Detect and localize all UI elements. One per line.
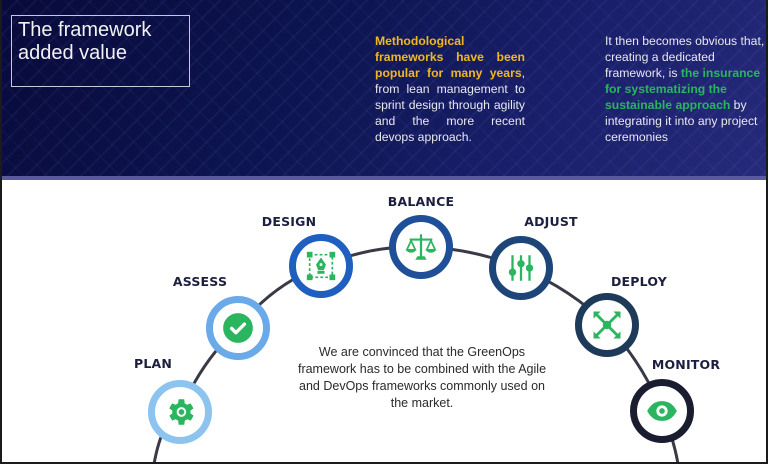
step-label-monitor: MONITOR xyxy=(651,357,721,372)
step-label-plan: PLAN xyxy=(133,356,173,371)
step-assess[interactable] xyxy=(206,296,270,360)
eye-icon xyxy=(647,401,677,421)
step-label-design: DESIGN xyxy=(261,214,317,229)
title-box: The framework added value xyxy=(11,15,190,87)
expand-arrows-icon xyxy=(593,311,621,339)
gear-icon xyxy=(169,399,194,425)
framework-outro: by integrating it into any project cerem… xyxy=(605,98,758,144)
step-plan[interactable] xyxy=(148,380,212,444)
sliders-icon xyxy=(508,255,534,281)
step-label-assess: ASSESS xyxy=(172,274,228,289)
header-divider xyxy=(2,176,766,180)
methodology-paragraph: Methodological frameworks have been popu… xyxy=(375,33,525,145)
step-label-adjust: ADJUST xyxy=(524,214,578,229)
pen-tool-icon xyxy=(306,251,336,281)
step-label-deploy: DEPLOY xyxy=(610,274,668,289)
header-banner xyxy=(2,0,766,176)
methodology-rest: , from lean management to sprint design … xyxy=(375,66,525,144)
step-deploy[interactable] xyxy=(575,293,639,357)
step-balance[interactable] xyxy=(389,215,453,279)
slide-title: The framework added value xyxy=(18,19,152,64)
step-label-balance: BALANCE xyxy=(387,194,455,209)
step-adjust[interactable] xyxy=(489,236,553,300)
greenops-statement: We are convinced that the GreenOps frame… xyxy=(297,345,547,410)
check-circle-icon xyxy=(223,313,253,343)
framework-highlight: the insurance for systematizing the sust… xyxy=(605,66,761,112)
step-design[interactable] xyxy=(289,234,353,298)
methodology-highlight: Methodological frameworks have been popu… xyxy=(375,34,525,80)
scales-icon xyxy=(405,234,437,260)
dedicated-framework-paragraph: It then becomes obvious that, creating a… xyxy=(605,33,765,145)
step-monitor[interactable] xyxy=(630,379,694,443)
framework-intro: It then becomes obvious that, creating a… xyxy=(605,34,765,80)
